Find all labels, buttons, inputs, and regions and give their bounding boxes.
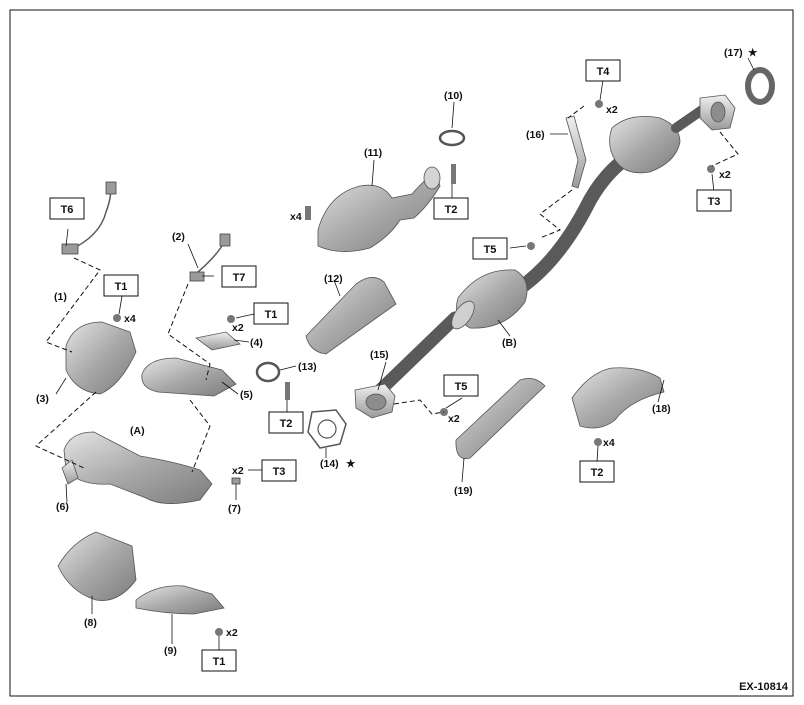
- label-part-3: (3): [36, 393, 49, 405]
- label-part-5: (5): [240, 389, 253, 401]
- svg-text:T6: T6: [61, 204, 74, 216]
- label-part-7: (7): [228, 503, 241, 515]
- part-4-bracket: [195, 331, 241, 351]
- svg-text:T1: T1: [213, 656, 226, 668]
- rear-exhaust-pipe: [354, 94, 736, 419]
- fasteners: [113, 100, 715, 636]
- torque-box-t6: T6: [49, 197, 85, 220]
- torque-box-t1-top: T1: [103, 274, 139, 297]
- part-8-cover: [57, 531, 137, 601]
- star-part-14: ★: [346, 458, 356, 470]
- part-2-sensor: [189, 233, 231, 282]
- svg-text:T1: T1: [115, 281, 128, 293]
- label-part-6: (6): [56, 501, 69, 513]
- part-19-cover: [455, 378, 546, 459]
- qty-part-11: x4: [290, 211, 302, 223]
- torque-box-t2-front: T2: [433, 197, 469, 220]
- svg-text:T1: T1: [265, 309, 278, 321]
- assembly-lines: [35, 105, 739, 473]
- part-18-heat-shield: [571, 367, 665, 429]
- torque-box-t5-upper: T5: [472, 237, 508, 260]
- torque-box-t2-mid: T2: [268, 411, 304, 434]
- label-part-11: (11): [364, 147, 382, 159]
- label-part-A: (A): [130, 425, 145, 437]
- part-11-converter: [317, 166, 441, 252]
- qty-t4: x2: [606, 104, 618, 116]
- part-7-bolt: [231, 477, 241, 485]
- label-part-4: (4): [250, 337, 263, 349]
- qty-t3-right: x2: [719, 169, 731, 181]
- svg-text:T2: T2: [280, 418, 293, 430]
- svg-text:T7: T7: [233, 272, 246, 284]
- label-part-2: (2): [172, 231, 185, 243]
- diagram-frame: [9, 9, 794, 697]
- diagram-code: EX-10814: [739, 681, 789, 693]
- svg-text:T5: T5: [484, 244, 497, 256]
- label-part-19: (19): [454, 485, 473, 497]
- qty-t5: x2: [448, 413, 460, 425]
- svg-text:T3: T3: [273, 466, 286, 478]
- label-part-14: (14): [320, 458, 339, 470]
- part-16-bracket: [565, 115, 587, 189]
- part-12-insulator: [305, 277, 397, 355]
- label-part-17: (17): [724, 47, 743, 59]
- qty-t1-top: x4: [124, 313, 136, 325]
- qty-t3-left: x2: [232, 465, 244, 477]
- qty-t2-rear: x4: [603, 437, 615, 449]
- svg-text:T3: T3: [708, 196, 721, 208]
- label-part-9: (9): [164, 645, 177, 657]
- star-part-17: ★: [748, 47, 758, 59]
- qty-t1-bottom: x2: [226, 627, 238, 639]
- torque-box-t5-lower: T5: [443, 374, 479, 397]
- part-6-gasket: [61, 459, 79, 485]
- label-part-8: (8): [84, 617, 97, 629]
- torque-box-t7: T7: [221, 265, 257, 288]
- svg-text:T2: T2: [591, 467, 604, 479]
- part-17-gasket: [745, 67, 775, 105]
- label-part-B: (B): [502, 337, 517, 349]
- svg-text:T5: T5: [455, 381, 468, 393]
- qty-t1-mid: x2: [232, 322, 244, 334]
- part-3-cover: [65, 321, 137, 395]
- label-part-16: (16): [526, 129, 545, 141]
- svg-text:T4: T4: [597, 66, 611, 78]
- svg-text:T2: T2: [445, 204, 458, 216]
- label-part-10: (10): [444, 90, 463, 102]
- label-part-18: (18): [652, 403, 671, 415]
- torque-box-t2-rear: T2: [579, 460, 615, 483]
- torque-box-t3-right: T3: [696, 189, 732, 212]
- torque-box-t3-left: T3: [261, 459, 297, 482]
- torque-box-t4: T4: [585, 59, 621, 82]
- torque-box-t1-bottom: T1: [201, 649, 237, 672]
- leader-lines: [55, 57, 755, 651]
- torque-box-t1-mid: T1: [253, 302, 289, 325]
- part-13-clamp: [255, 361, 281, 383]
- part-14-gasket: [307, 409, 347, 449]
- part-10-clamp: [438, 129, 466, 147]
- label-part-13: (13): [298, 361, 317, 373]
- label-part-15: (15): [370, 349, 389, 361]
- label-part-1: (1): [54, 291, 67, 303]
- label-part-12: (12): [324, 273, 343, 285]
- part-A-converter: [63, 431, 213, 504]
- part-5-cover: [141, 357, 237, 397]
- part-1-sensor: [61, 181, 117, 255]
- part-9-cover: [135, 585, 225, 615]
